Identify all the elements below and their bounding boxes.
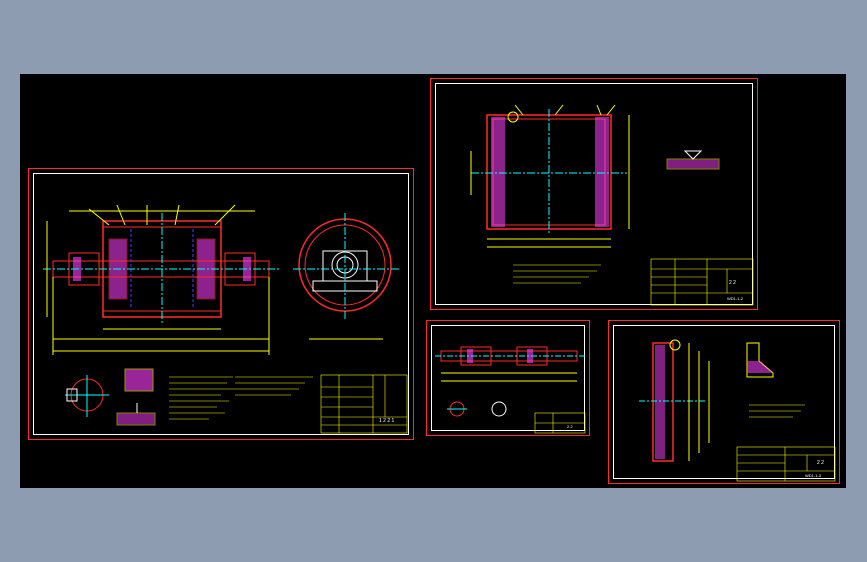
shaft-drawing [435,346,586,434]
drum-shell-drawing [470,104,754,306]
sheet-inner-border [33,173,409,435]
sheet-inner-border [613,325,835,479]
title-block [650,258,754,306]
title-block-code: 2 2 [729,280,736,286]
sheet-inner-border [435,83,753,305]
title-block-code: 1 2 2 1 [379,418,395,424]
main-assembly-drawing [43,204,408,434]
sheet-inner-border [431,325,585,431]
end-plate-drawing [639,339,836,482]
drum-section-view [43,204,281,355]
title-block-code: 2 2 [817,460,824,466]
title-block [320,374,408,434]
technical-notes [169,376,313,420]
title-block-drawing-no: WD1-1-3 [805,473,822,478]
detail-views [65,368,156,426]
title-block [534,412,586,434]
title-block [736,446,836,482]
title-block-drawing-no: WD1-1-2 [727,296,744,301]
drum-end-view [293,213,401,340]
sheet-shaft[interactable]: 2 2 [426,320,590,436]
title-block-code: 2 2 [567,424,573,429]
drawing-canvas: 1 2 2 1 [20,74,846,488]
sheet-main-assembly[interactable]: 1 2 2 1 [28,168,414,440]
sheet-drum-shell[interactable]: 2 2 WD1-1-2 [430,78,758,310]
sheet-end-plate[interactable]: 2 2 WD1-1-3 [608,320,840,484]
